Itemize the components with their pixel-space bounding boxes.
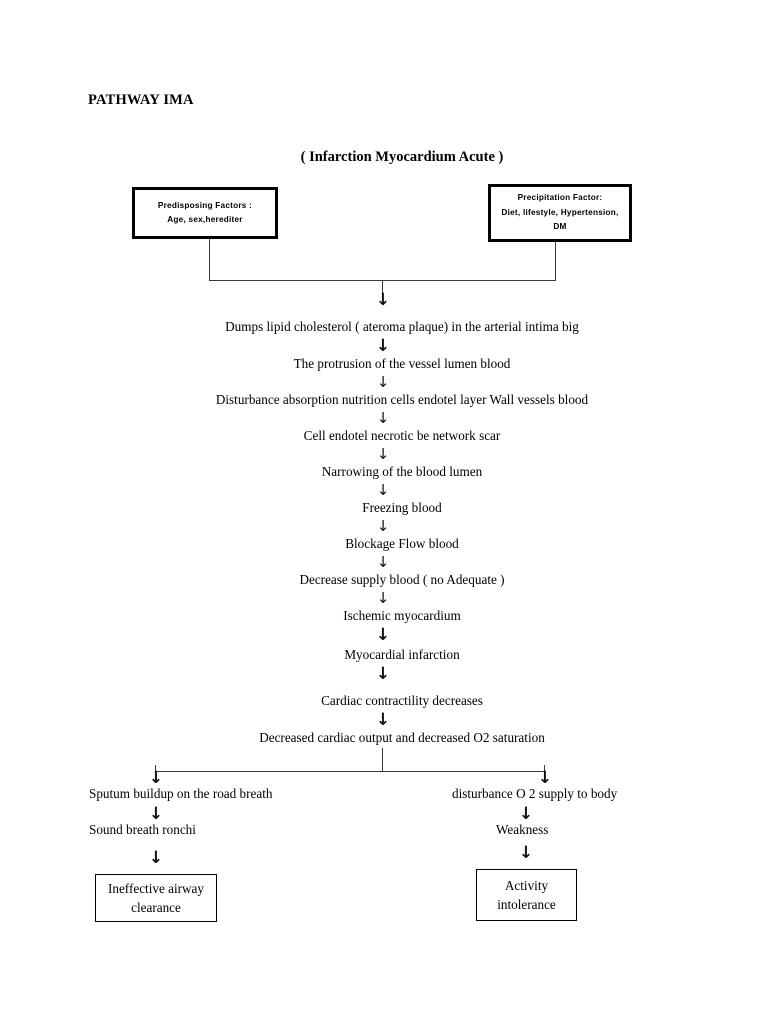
down-arrow-icon: ↓ — [148, 804, 164, 824]
outcome-airway-line-1: Ineffective airway — [107, 880, 205, 896]
connector-split-bar — [155, 771, 545, 773]
connector-left-box-drop — [209, 239, 211, 281]
connector-right-box-drop — [555, 242, 557, 281]
predisposing-factors-detail: Age, sex,herediter — [167, 215, 243, 224]
connector-split-stem — [382, 748, 384, 772]
chain-step-12: Decreased cardiac output and decreased O… — [259, 730, 545, 745]
chain-step-7: Blockage Flow blood — [345, 536, 459, 551]
outcome-activity-intolerance-box: Activity intolerance — [476, 869, 577, 921]
down-arrow-icon: ↓ — [376, 517, 390, 535]
predisposing-factors-box: Predisposing Factors : Age, sex,heredite… — [132, 187, 278, 239]
diagram-subtitle: ( Infarction Myocardium Acute ) — [300, 149, 504, 165]
chain-step-4: Cell endotel necrotic be network scar — [303, 428, 501, 443]
chain-step-11: Cardiac contractility decreases — [321, 693, 483, 708]
precipitation-factor-box: Precipitation Factor: Diet, lifestyle, H… — [488, 184, 632, 242]
chain-step-5: Narrowing of the blood lumen — [321, 464, 483, 479]
chain-step-10: Myocardial infarction — [344, 647, 460, 662]
left-branch-step-2: Sound breath ronchi — [89, 822, 196, 837]
outcome-activity-line-1: Activity — [504, 877, 549, 893]
chain-step-2: The protrusion of the vessel lumen blood — [293, 356, 511, 371]
down-arrow-icon: ↓ — [375, 710, 391, 730]
down-arrow-icon: ↓ — [537, 768, 553, 788]
chain-step-8: Decrease supply blood ( no Adequate ) — [299, 572, 505, 587]
down-arrow-icon: ↓ — [375, 625, 391, 645]
precipitation-factor-detail: Diet, lifestyle, Hypertension, — [501, 207, 619, 217]
down-arrow-icon: ↓ — [376, 553, 390, 571]
predisposing-factors-heading: Predisposing Factors : — [157, 200, 253, 210]
connector-merge-bar — [209, 280, 556, 282]
page-title: PATHWAY IMA — [88, 92, 194, 108]
chain-step-1: Dumps lipid cholesterol ( ateroma plaque… — [225, 319, 579, 334]
connector-split-right-drop — [544, 765, 546, 773]
right-branch-step-1: disturbance O 2 supply to body — [452, 786, 618, 801]
outcome-activity-line-2: intolerance — [497, 897, 556, 912]
down-arrow-icon: ↓ — [518, 804, 534, 824]
down-arrow-icon: ↓ — [376, 445, 390, 463]
chain-step-6: Freezing blood — [362, 500, 442, 515]
down-arrow-icon: ↓ — [376, 589, 390, 607]
connector-split-left-drop — [155, 765, 157, 773]
outcome-airway-line-2: clearance — [131, 900, 181, 915]
down-arrow-icon: ↓ — [376, 409, 390, 427]
precipitation-factor-heading: Precipitation Factor: — [517, 193, 603, 203]
down-arrow-icon: ↓ — [376, 373, 390, 391]
chain-step-9: Ischemic myocardium — [343, 608, 461, 623]
outcome-ineffective-airway-clearance-box: Ineffective airway clearance — [95, 874, 217, 922]
right-branch-step-2: Weakness — [496, 822, 549, 837]
down-arrow-icon: ↓ — [518, 843, 534, 863]
down-arrow-icon: ↓ — [375, 336, 391, 356]
chain-step-3: Disturbance absorption nutrition cells e… — [215, 392, 589, 407]
down-arrow-icon: ↓ — [148, 848, 164, 868]
down-arrow-icon: ↓ — [376, 481, 390, 499]
down-arrow-icon: ↓ — [375, 664, 391, 684]
precipitation-factor-detail-2: DM — [553, 222, 567, 232]
left-branch-step-1: Sputum buildup on the road breath — [89, 786, 273, 801]
down-arrow-icon: ↓ — [148, 768, 164, 788]
connector-merge-stem — [382, 281, 384, 293]
down-arrow-icon: ↓ — [375, 290, 391, 310]
